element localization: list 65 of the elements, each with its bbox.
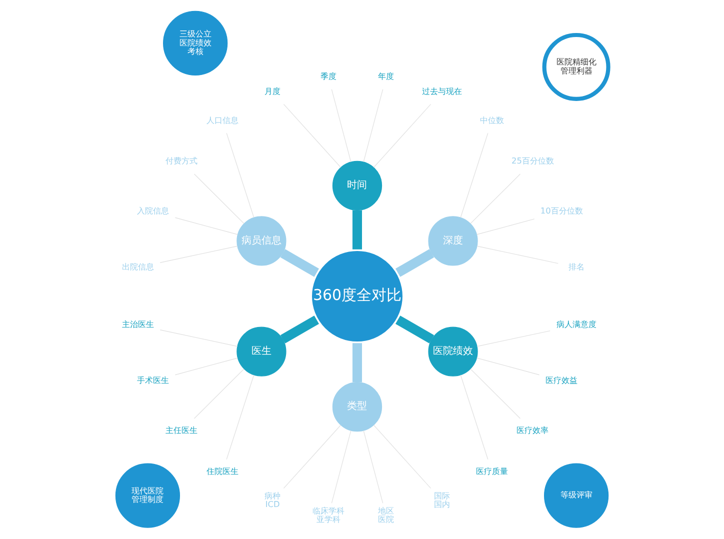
node-circle: 三级公立医院绩效考核 [163,10,228,76]
node-text: 中位数 [480,114,504,125]
connector [280,316,319,344]
connector [280,249,319,277]
connector [395,316,434,344]
node-text: 病种 ICD [264,490,281,510]
connector [476,330,550,347]
connector [226,374,254,460]
node-text: 主任医生 [166,425,198,436]
node-text: 排名 [568,261,585,272]
connector [174,217,238,235]
node-circle: 医院精细化管理利器 [542,32,610,101]
node-circle: 深度 [428,216,478,266]
connector [395,249,434,277]
connector [160,330,238,347]
connector [352,210,362,250]
node-text: 年度 [378,71,394,82]
connector [373,104,432,168]
node-text: 医疗效率 [516,425,549,436]
node-circle: 医生 [236,326,286,376]
node-text: 人口信息 [206,114,239,125]
connector [283,424,342,489]
connector [194,368,244,419]
node-text: 地区 医院 [378,505,394,524]
node-circle: 时间 [332,160,382,210]
connector [460,132,488,218]
connector [352,343,362,382]
connector [331,88,352,162]
node-text: 出院信息 [122,261,154,272]
node-text: 国际 国内 [434,490,450,510]
node-text: 手术医生 [136,375,169,386]
node-circle: 等级评审 [544,463,609,528]
node-circle: 医院绩效 [428,326,478,376]
connector [283,104,342,168]
node-circle: 病员信息 [236,216,286,266]
node-text: 过去与现在 [422,86,462,96]
node-text: 付费方式 [166,156,198,166]
connector [476,218,535,235]
connector [363,430,384,504]
connector [476,246,558,264]
connector [160,246,238,263]
node-text: 主治医生 [122,319,154,330]
node-text: 10百分位数 [540,206,583,216]
node-text: 病人满意度 [556,319,597,330]
connector [460,374,488,460]
connector [194,174,244,224]
node-circle: 现代医院管理制度 [115,463,180,528]
connector [373,424,432,489]
node-circle: 360度全对比 [309,248,406,344]
node-text: 医疗效益 [546,375,578,386]
node-text: 月度 [264,86,281,96]
connector [363,88,384,162]
connector [476,358,540,376]
connector [331,430,352,504]
connector [174,358,238,376]
connector [470,368,521,419]
node-text: 季度 [320,71,336,82]
connector [226,132,254,218]
node-text: 医疗质量 [476,466,508,476]
connector [470,174,521,224]
node-text: 临床学科 亚学科 [312,505,344,524]
node-text: 25百分位数 [512,156,554,166]
node-text: 住院医生 [206,466,239,476]
node-text: 入院信息 [136,206,169,216]
node-circle: 类型 [332,382,382,432]
